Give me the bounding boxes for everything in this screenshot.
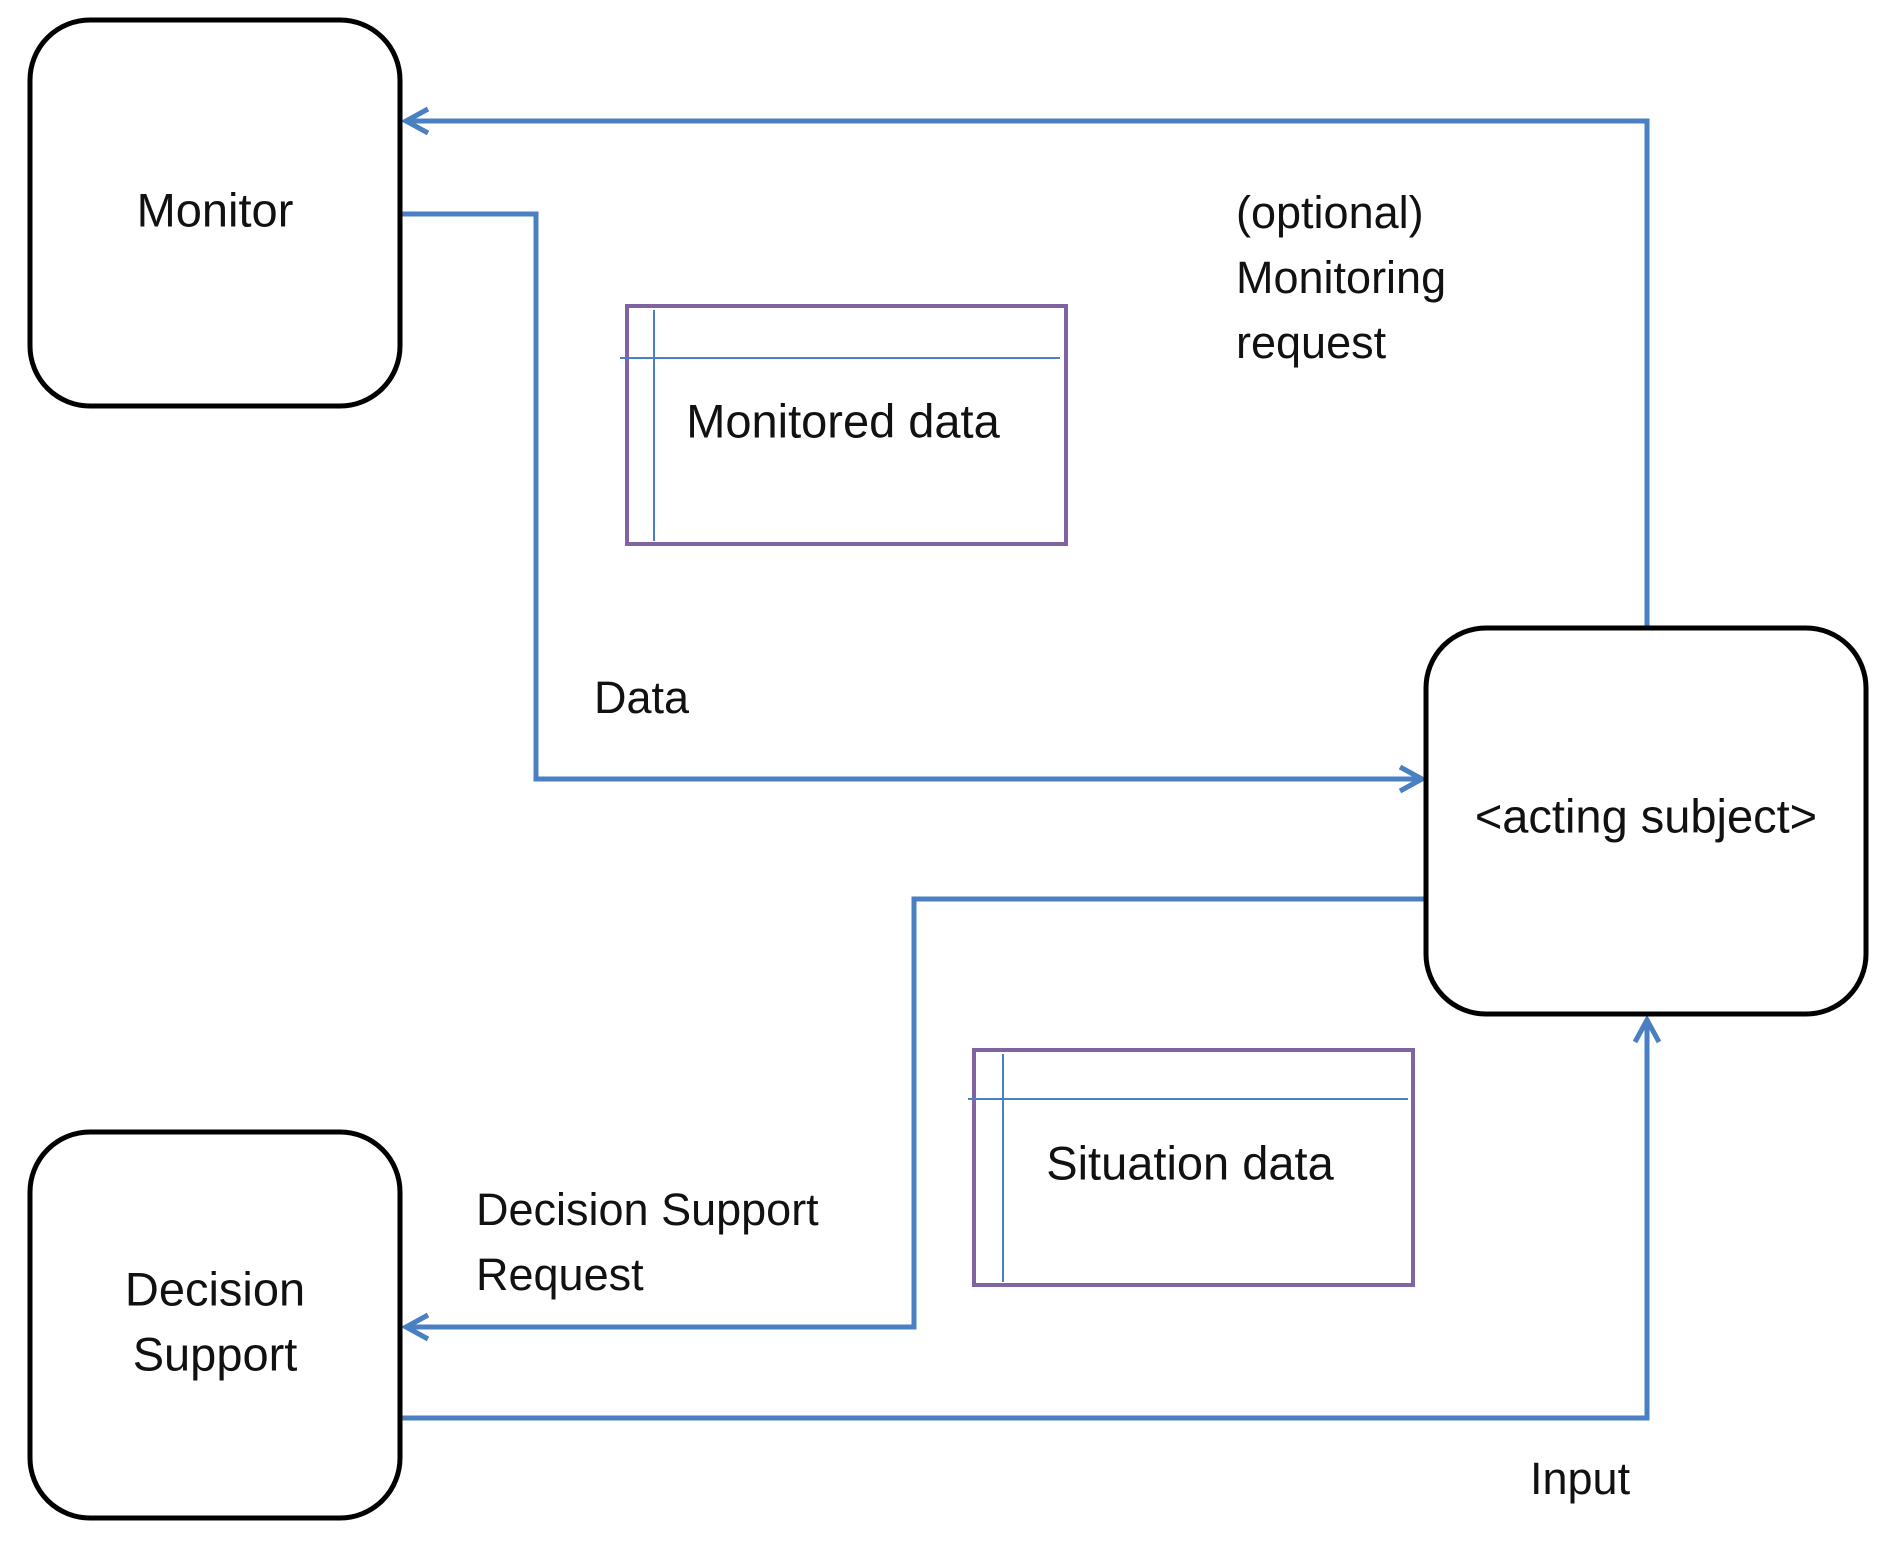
input-label: Input <box>1530 1453 1631 1504</box>
data-arrowhead <box>1398 764 1428 794</box>
data-label: Data <box>594 672 690 723</box>
monitoring-request-arrow <box>408 118 1650 626</box>
monitor-node[interactable]: Monitor <box>27 17 403 409</box>
acting-subject-node[interactable]: <acting subject> <box>1423 625 1869 1017</box>
monitoring-request-arrowhead <box>400 106 430 136</box>
input-arrowhead <box>1632 1014 1662 1044</box>
situation-data-store[interactable]: Situation data <box>968 1048 1415 1287</box>
decision-support-label-line-1: Decision <box>125 1262 305 1315</box>
decision-support-request-arrowhead <box>400 1312 430 1342</box>
decision-support-request-label-line-1: Decision Support <box>476 1184 819 1235</box>
decision-support-request-label: Decision Support Request <box>476 1184 819 1300</box>
monitoring-request-label-line-2: Monitoring <box>1236 252 1446 303</box>
monitoring-request-label-line-1: (optional) <box>1236 187 1424 238</box>
situation-data-label: Situation data <box>1046 1136 1334 1189</box>
monitoring-request-label-line-3: request <box>1236 317 1387 368</box>
data-arrow <box>400 211 1420 782</box>
decision-support-request-arrow <box>408 896 1426 1330</box>
monitored-data-store[interactable]: Monitored data <box>620 304 1068 546</box>
monitoring-request-label: (optional) Monitoring request <box>1236 187 1446 368</box>
monitor-label: Monitor <box>137 183 294 236</box>
input-arrow <box>400 1022 1650 1421</box>
decision-support-node[interactable]: Decision Support <box>27 1129 403 1521</box>
acting-subject-label: <acting subject> <box>1475 789 1817 842</box>
decision-support-label-line-2: Support <box>133 1327 298 1380</box>
decision-support-request-label-line-2: Request <box>476 1249 644 1300</box>
monitored-data-label: Monitored data <box>686 394 1000 447</box>
